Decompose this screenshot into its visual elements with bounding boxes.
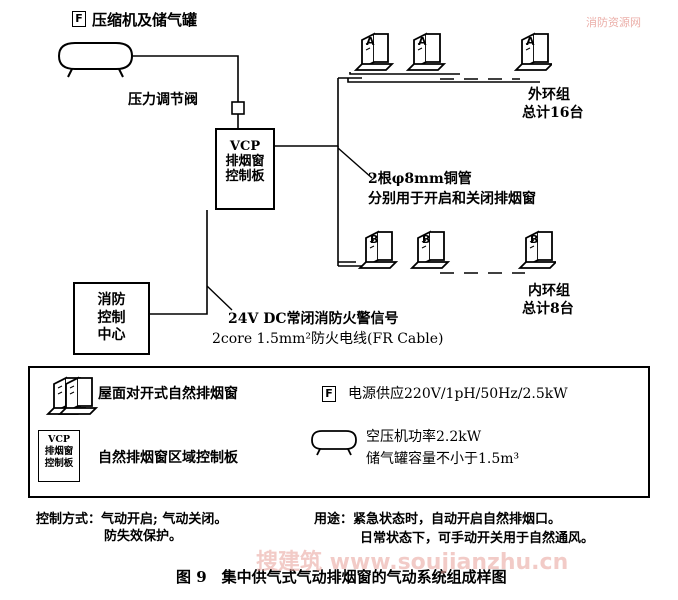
inner-group-count: 总计8台 bbox=[522, 301, 574, 317]
legend-compressor-line-1: 空压机功率2.2kW bbox=[366, 429, 482, 445]
signal-note-line-2: 2core 1.5mm²防火电线(FR Cable) bbox=[212, 331, 444, 347]
fire-center-line-2: 控制 bbox=[97, 309, 126, 326]
inner-group-title: 内环组 bbox=[528, 283, 570, 299]
usage-line-2: 日常状态下，可手动开关用于自然通风。 bbox=[360, 531, 595, 546]
pressure-valve-label: 压力调节阀 bbox=[128, 92, 198, 108]
legend-panel-desc: 自然排烟窗区域控制板 bbox=[98, 450, 238, 466]
legend-vcp-line-3: 控制板 bbox=[44, 457, 74, 469]
legend-window-desc: 屋面对开式自然排烟窗 bbox=[98, 386, 238, 402]
inner-window-group bbox=[359, 231, 556, 269]
fire-center-line-3: 中心 bbox=[97, 327, 126, 343]
legend-power-desc: 电源供应220V/1pH/50Hz/2.5kW bbox=[348, 386, 568, 402]
pipe-note-line-1: 2根φ8mm铜管 bbox=[368, 171, 472, 187]
outer-window-group bbox=[355, 33, 552, 71]
pressure-valve-icon bbox=[231, 101, 245, 115]
inner-window-letter-3: B bbox=[530, 233, 539, 246]
legend-compressor-line-2: 储气罐容量不小于1.5m³ bbox=[366, 451, 520, 467]
outer-window-letter-1: A bbox=[366, 35, 375, 48]
vcp-line-2: 排烟窗 bbox=[225, 153, 265, 169]
figure-caption: 图 9 集中供气式气动排烟窗的气动系统组成样图 bbox=[176, 568, 507, 586]
control-mode-line-2: 防失效保护。 bbox=[104, 529, 183, 544]
legend-compressor-icon bbox=[311, 430, 357, 456]
inner-window-letter-2: B bbox=[422, 233, 431, 246]
legend-power-icon: F bbox=[322, 386, 336, 402]
vcp-control-panel: VCP 排烟窗 控制板 bbox=[215, 128, 275, 210]
fire-control-center: 消防 控制 中心 bbox=[73, 282, 150, 355]
fire-center-line-1: 消防 bbox=[97, 292, 126, 308]
outer-window-letter-3: A bbox=[526, 35, 535, 48]
watermark-top-right: 消防资源网 bbox=[586, 16, 641, 29]
signal-note-line-1: 24V DC常闭消防火警信号 bbox=[228, 311, 399, 327]
outer-group-title: 外环组 bbox=[528, 87, 570, 103]
compressor-tank-icon bbox=[57, 42, 134, 78]
vcp-line-1: VCP bbox=[229, 139, 261, 154]
power-supply-icon: F bbox=[72, 11, 86, 27]
legend-vcp-line-2: 排烟窗 bbox=[44, 445, 74, 457]
vcp-line-3: 控制板 bbox=[225, 168, 265, 184]
legend-vcp-line-1: VCP bbox=[47, 434, 71, 445]
control-mode-label: 控制方式：气动开启; 气动关闭。 bbox=[36, 512, 228, 527]
usage-label: 用途：紧急状态时，自动开启自然排烟口。 bbox=[314, 512, 562, 527]
outer-window-letter-2: A bbox=[418, 35, 427, 48]
outer-group-count: 总计16台 bbox=[522, 105, 584, 121]
legend-vcp-icon: VCP 排烟窗 控制板 bbox=[38, 430, 80, 482]
inner-window-letter-1: B bbox=[370, 233, 379, 246]
compressor-label: 压缩机及储气罐 bbox=[92, 11, 198, 29]
legend-window-icon bbox=[47, 377, 97, 415]
pipe-note-line-2: 分别用于开启和关闭排烟窗 bbox=[368, 191, 536, 207]
watermark-bottom: 搜建筑 www.soujianzhu.cn bbox=[256, 550, 569, 575]
